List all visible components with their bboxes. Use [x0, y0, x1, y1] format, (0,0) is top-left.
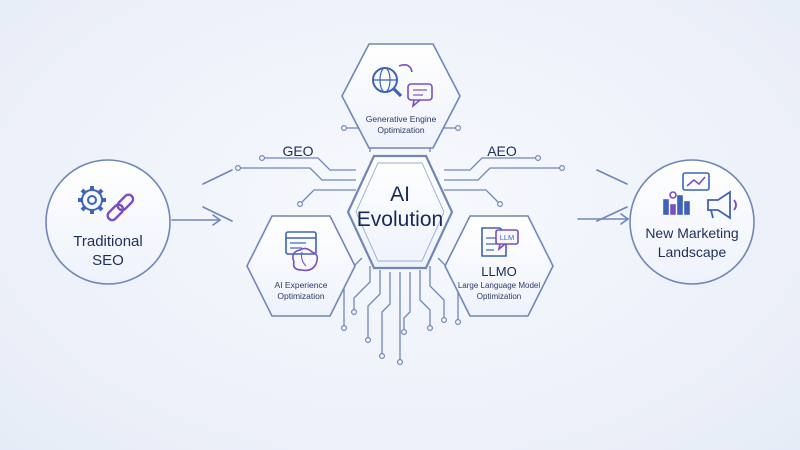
analytics-chart-icon: [663, 172, 710, 215]
generative-engine-optimization-label: Generative Engine Optimization: [365, 114, 437, 135]
aeo-label: AEO: [487, 143, 517, 159]
llmo-hexagon: [444, 215, 554, 317]
chain-link-icon: [106, 193, 135, 222]
llm-optimization-label: Large Language Model Optimization: [457, 281, 541, 301]
chat-bubble-icon: [407, 83, 433, 109]
traditional-seo-node: [45, 159, 171, 285]
megaphone-icon: [707, 190, 737, 220]
document-llm-icon: [481, 227, 519, 257]
center-hexagon-inner: [355, 162, 445, 262]
flow-arrows: [171, 213, 630, 226]
geo-label: GEO: [282, 143, 314, 159]
new-marketing-landscape-label: New Marketing Landscape: [645, 225, 739, 260]
aeo-ai-experience-hexagon: [246, 215, 356, 317]
llm-doc-tag: LLM: [500, 233, 515, 242]
llmo-label: LLMO: [481, 264, 517, 279]
ai-evolution-center-hexagon: [346, 154, 454, 270]
ai-evolution-label: AI Evolution: [356, 183, 444, 231]
traditional-seo-label: Traditional SEO: [73, 233, 143, 269]
gear-icon: [78, 186, 106, 214]
new-marketing-landscape-node: [629, 159, 755, 285]
magnifier-globe-icon: [372, 64, 413, 98]
ai-experience-optimization-label: AI Experience Optimization: [274, 280, 328, 301]
browser-window-icon: [285, 231, 317, 255]
brain-icon: [292, 247, 319, 272]
